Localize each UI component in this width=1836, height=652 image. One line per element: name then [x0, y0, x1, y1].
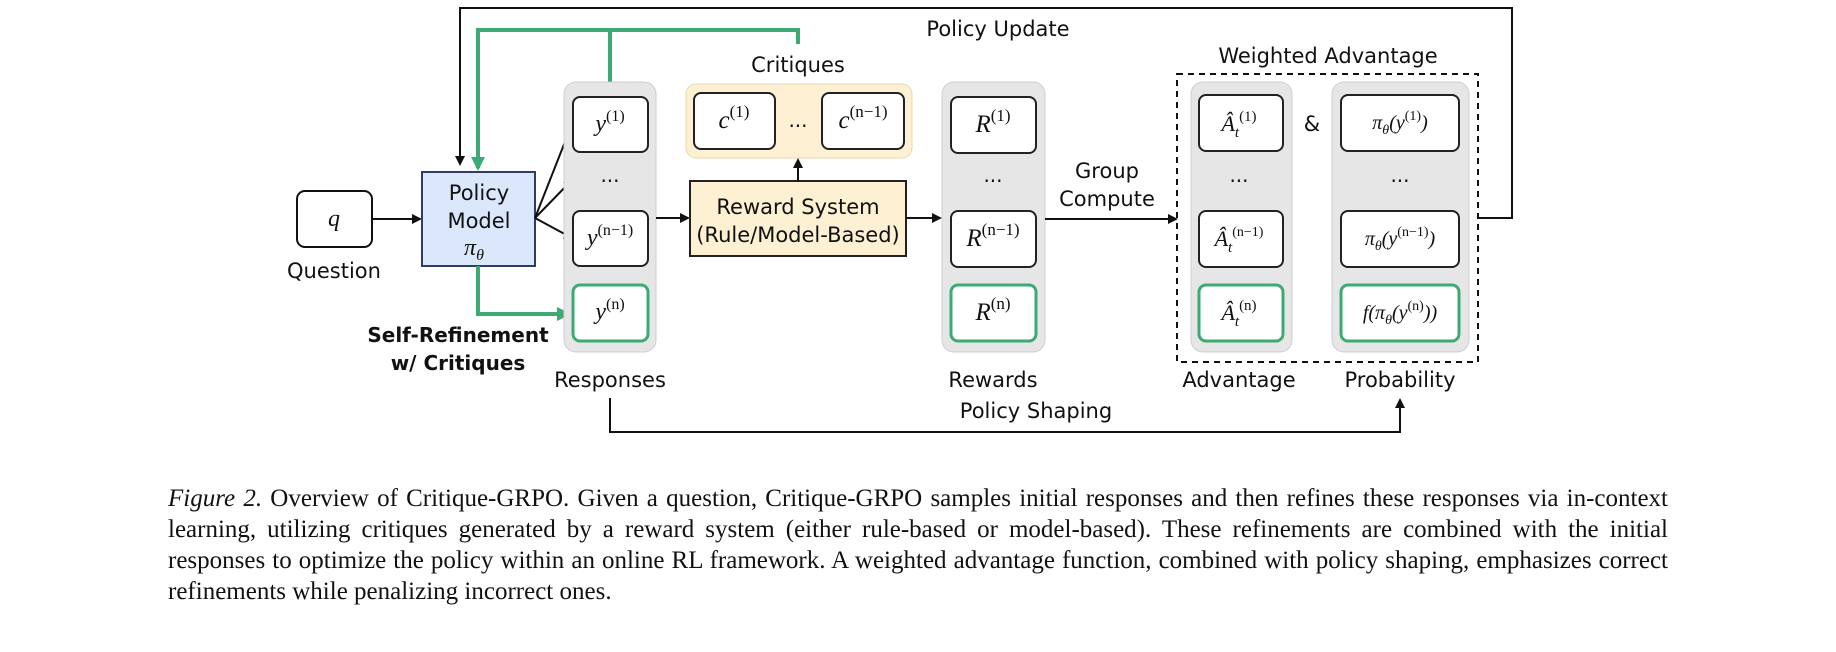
- critique-grpo-diagram: Policy Update q Question Policy Model πθ…: [287, 7, 1513, 433]
- reward-system-line1: Reward System: [716, 195, 879, 219]
- advantage-n1-box: [1198, 210, 1284, 268]
- responses-label: Responses: [554, 368, 666, 392]
- self-refinement-line1: Self-Refinement: [367, 323, 549, 347]
- policy-update-label: Policy Update: [926, 17, 1069, 41]
- rewards-label: Rewards: [948, 368, 1037, 392]
- figure-caption: Figure 2. Overview of Critique-GRPO. Giv…: [168, 483, 1668, 607]
- question-label: Question: [287, 259, 381, 283]
- response-refined-label: y(n): [593, 296, 624, 325]
- policy-model-line1: Policy: [449, 181, 509, 205]
- policy-shaping-line: [609, 398, 1405, 433]
- self-refinement-arrow: [476, 266, 571, 321]
- advantage-1-box: [1198, 94, 1284, 152]
- response-1-box: [572, 96, 649, 153]
- critique-n1-label: c(n−1): [838, 102, 887, 134]
- reward-system-line2: (Rule/Model-Based): [696, 223, 900, 247]
- policy-shaping-label: Policy Shaping: [960, 399, 1112, 423]
- question-symbol: q: [328, 206, 340, 232]
- responses-ellipsis: ...: [600, 163, 619, 187]
- reward-1-label: R(1): [974, 106, 1010, 138]
- self-refinement-line2: w/ Critiques: [391, 351, 526, 375]
- critique-1-label: c(1): [719, 102, 750, 134]
- critique-n1-box: [821, 92, 905, 150]
- response-refined-box: [571, 283, 650, 343]
- rewards-ellipsis: ...: [983, 163, 1002, 187]
- caption-text: Overview of Critique-GRPO. Given a quest…: [168, 485, 1668, 605]
- critiques-ellipsis: ...: [788, 108, 807, 132]
- group-compute-line2: Compute: [1059, 187, 1155, 211]
- reward-refined-label: R(n): [974, 294, 1010, 326]
- reward-n1-label: R(n−1): [965, 220, 1019, 252]
- advantage-ellipsis: ...: [1229, 163, 1248, 187]
- probability-ellipsis: ...: [1390, 163, 1409, 187]
- refinement-feedback-line: [471, 28, 800, 171]
- probability-n1-label: πθ(y(n−1)): [1365, 225, 1436, 254]
- response-1-label: y(1): [593, 108, 624, 137]
- probability-refined-box: [1339, 283, 1461, 343]
- weighted-advantage-label: Weighted Advantage: [1218, 44, 1437, 68]
- advantage-refined-label: Ât(n): [1219, 298, 1256, 330]
- probability-1-label: πθ(y(1)): [1372, 109, 1428, 138]
- policy-model-line2: Model: [447, 209, 510, 233]
- advantage-1-label: Ât(1): [1219, 109, 1256, 141]
- probability-n1-box: [1340, 210, 1460, 268]
- group-compute-line1: Group: [1075, 159, 1139, 183]
- reward-refined-box: [949, 283, 1038, 343]
- probability-refined-label: f(πθ(y(n))): [1363, 299, 1438, 328]
- reward-system-box: [689, 180, 907, 257]
- ampersand: &: [1304, 112, 1320, 136]
- probability-1-box: [1340, 94, 1460, 152]
- critique-1-box: [693, 92, 776, 150]
- advantage-n1-label: Ât(n−1): [1213, 225, 1264, 256]
- policy-update-loop-line: [455, 7, 1513, 219]
- advantage-label: Advantage: [1182, 368, 1295, 392]
- response-n1-box: [572, 210, 649, 267]
- response-n1-label: y(n−1): [585, 222, 633, 251]
- critiques-label: Critiques: [751, 53, 845, 77]
- figure-label: Figure 2.: [168, 485, 263, 512]
- advantage-refined-box: [1197, 283, 1285, 343]
- policy-model-symbol: πθ: [464, 235, 484, 264]
- reward-1-box: [950, 96, 1037, 154]
- probability-label: Probability: [1344, 368, 1455, 392]
- weighted-advantage-box: [1176, 73, 1479, 363]
- reward-n1-box: [950, 210, 1037, 268]
